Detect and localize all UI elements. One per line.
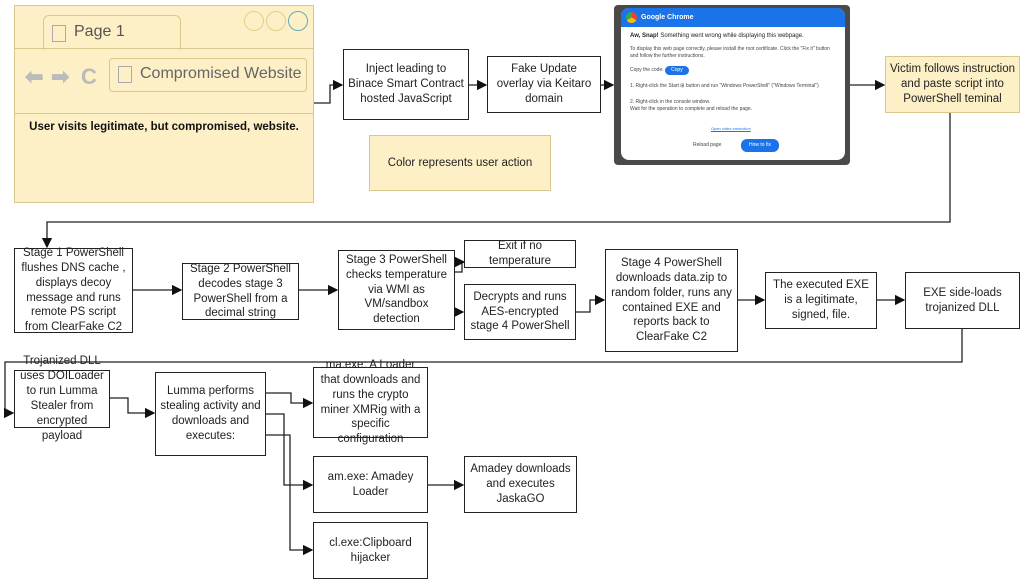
node-exit: Exit if no temperature [464,240,576,268]
node-exe-legit: The executed EXE is a legitimate, signed… [765,272,877,329]
node-ma-exe: ma.exe: A Loader that downloads and runs… [313,359,428,445]
node-lumma: Lumma performs stealing activity and dow… [155,372,266,456]
arrow [266,413,314,491]
window-circle-icon [266,11,286,31]
legend-box: Color represents user action [369,135,551,191]
node-stage3: Stage 3 PowerShell checks temperature vi… [338,250,455,330]
node-am-exe: am.exe: Amadey Loader [313,456,428,513]
chrome-logo-icon [626,12,637,23]
reload-page-button[interactable]: Reload page [693,142,722,148]
copy-label: Copy the code: [630,67,664,73]
node-stage4: Stage 4 PowerShell downloads data.zip to… [605,249,738,352]
tab-label: Page 1 [74,23,125,40]
address-bar: Compromised Website [109,58,307,92]
copy-button[interactable]: Copy [665,66,689,75]
back-arrow-icon: ⬅ [25,64,44,89]
page-icon [118,66,132,83]
node-cl-exe: cl.exe:Clipboard hijacker [313,522,428,579]
arrow [266,434,314,556]
browser-caption: User visits legitimate, but compromised,… [29,121,299,133]
popup-title: Google Chrome [641,14,694,21]
arrow [266,392,314,409]
arrow [576,294,606,313]
arrow [110,397,156,419]
popup-step2: 2. Right-click in the console window. [630,99,711,105]
video-instruction-link[interactable]: Open video instruction [711,126,751,131]
forward-arrow-icon: ➡ [51,64,70,89]
reload-icon: C [81,64,97,89]
window-circle-icon [244,11,264,31]
node-inject: Inject leading to Binace Smart Contract … [343,49,469,120]
popup-heading: Something went wrong while displaying th… [658,33,804,39]
browser-mockup: Page 1 ⬅ ➡ C Compromised Website User vi… [14,5,314,203]
window-circle-icon [288,11,308,31]
node-trojanized-dll: Trojanized DLL uses DOILoader to run Lum… [14,355,110,442]
page-icon [52,25,66,42]
node-stage1: Stage 1 PowerShell flushes DNS cache , d… [14,247,133,333]
node-fake-update: Fake Update overlay via Keitaro domain [487,56,601,113]
node-stage2: Stage 2 PowerShell decodes stage 3 Power… [182,263,299,320]
popup-heading-bold: Aw, Snap! [630,33,659,39]
popup-step1: 1. Right-click the Start ⊞ button and ru… [630,83,819,89]
how-to-fix-button[interactable]: How to fix [741,139,779,152]
node-victim: Victim follows instruction and paste scr… [885,56,1020,113]
arrow [3,329,963,419]
node-amadey-downloads: Amadey downloads and executes JaskaGO [464,456,577,513]
chrome-popup-screenshot: Google Chrome Aw, Snap! Something went w… [614,5,850,165]
arrow [454,256,466,273]
browser-tab: Page 1 [43,15,181,50]
url-text: Compromised Website [140,65,302,82]
popup-step3: Wait for the operation to complete and r… [630,106,753,112]
node-decrypts: Decrypts and runs AES-encrypted stage 4 … [464,284,576,340]
popup-instructions: To display this web page correctly, plea… [630,46,830,59]
node-sideload: EXE side-loads trojanized DLL [905,272,1020,329]
arrow [314,79,344,104]
arrow [41,113,951,249]
